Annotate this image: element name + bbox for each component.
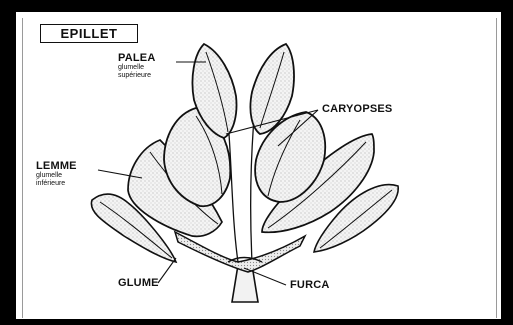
label-palea-sub2: supérieure <box>118 72 155 80</box>
label-palea: PALEA glumelle supérieure <box>118 52 155 80</box>
label-furca: FURCA <box>290 279 330 291</box>
label-palea-name: PALEA <box>118 52 155 64</box>
label-lemme-name: LEMME <box>36 160 77 172</box>
furca-shape <box>175 232 305 272</box>
label-caryopses: CARYOPSES <box>322 103 392 115</box>
leader-glume <box>158 258 176 283</box>
label-lemme-sub2: inférieure <box>36 180 77 188</box>
rachilla-stem <box>228 118 258 302</box>
label-lemme-sub1: glumelle <box>36 172 77 180</box>
label-palea-sub1: glumelle <box>118 64 155 72</box>
diagram-title: EPILLET <box>40 24 138 43</box>
label-lemme: LEMME glumelle inférieure <box>36 160 77 188</box>
label-glume: GLUME <box>118 277 159 289</box>
